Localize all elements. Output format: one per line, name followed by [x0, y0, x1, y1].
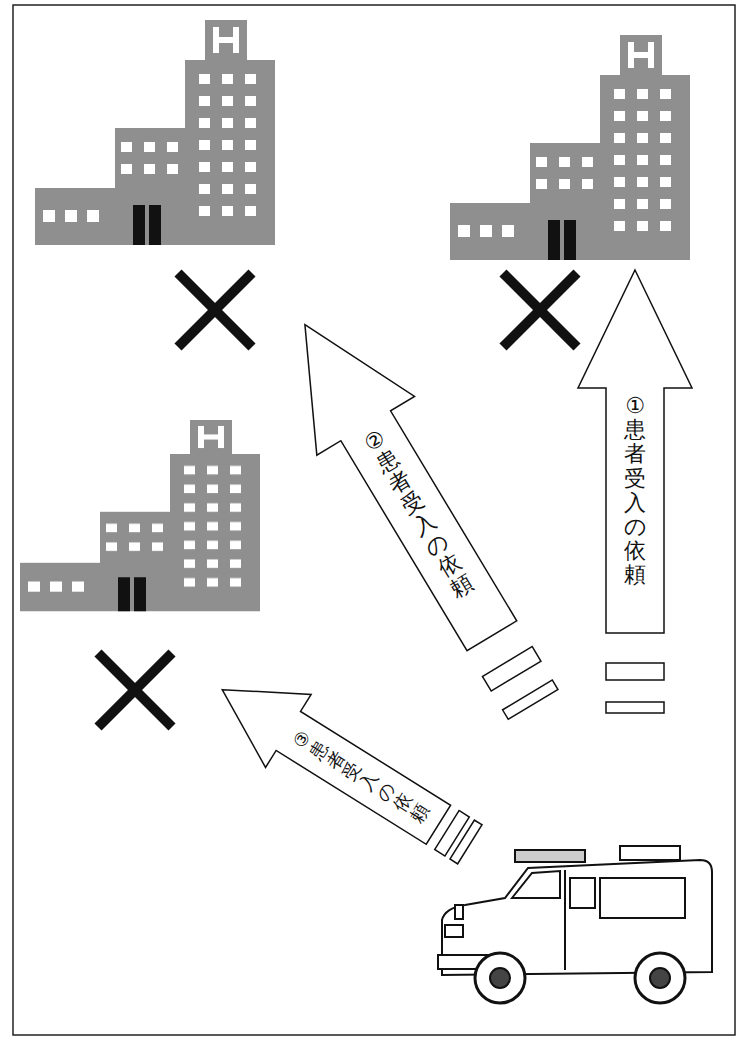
cross-stroke	[98, 653, 172, 727]
hub	[650, 968, 670, 988]
hospital-building	[20, 420, 260, 611]
cross-stroke	[503, 273, 577, 347]
request-arrow: ③患者受入の依頼	[199, 654, 492, 882]
arrow-shape	[199, 654, 461, 862]
headlight	[445, 925, 463, 937]
door-line	[564, 870, 566, 970]
arrow-tail-bar	[503, 680, 558, 719]
roof-box	[620, 846, 680, 860]
frame	[13, 5, 735, 1035]
hospital-building	[35, 20, 275, 245]
arrow-shape	[578, 270, 692, 633]
light-bar	[515, 850, 585, 862]
arrow-tail-bar	[606, 702, 664, 713]
side-window	[600, 878, 685, 918]
hospital-building	[450, 35, 690, 260]
arrow-label: ②患者受入の依頼	[359, 426, 478, 603]
arrow-shape	[256, 296, 541, 666]
cross-stroke	[98, 653, 172, 727]
mirror	[455, 905, 463, 919]
refusal-cross	[178, 273, 252, 347]
wheel	[475, 953, 525, 1003]
cross-stroke	[178, 273, 252, 347]
arrow-label: ③患者受入の依頼	[288, 727, 432, 826]
arrow-tail-bar	[606, 663, 664, 680]
request-arrow: ①患者受入の依頼	[578, 270, 692, 713]
door-window	[570, 878, 595, 908]
wheel	[635, 953, 685, 1003]
ambulance	[438, 846, 712, 1003]
refusal-cross	[98, 653, 172, 727]
cross-stroke	[503, 273, 577, 347]
arrow-tail-bar	[450, 820, 482, 864]
windshield	[512, 871, 560, 898]
cross-stroke	[178, 273, 252, 347]
refusal-cross	[503, 273, 577, 347]
arrow-label: ①患者受入の依頼	[624, 394, 646, 588]
hub	[490, 968, 510, 988]
arrow-tail-bar	[483, 647, 541, 691]
request-arrow: ②患者受入の依頼	[256, 296, 582, 734]
